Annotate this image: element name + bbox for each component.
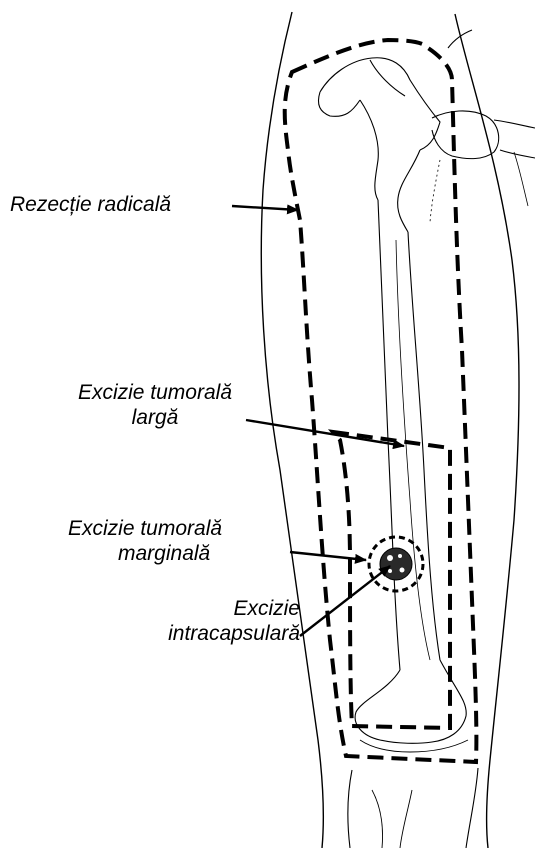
tibia-right xyxy=(466,768,478,848)
wide-excision-arrow xyxy=(246,420,404,446)
tumor-mass xyxy=(380,548,412,580)
resection-outlines xyxy=(285,40,477,762)
tumor-texture-3 xyxy=(398,554,402,558)
acetabulum xyxy=(432,111,499,159)
lesser-trochanter xyxy=(398,150,420,232)
leader-arrows xyxy=(232,206,404,636)
radical-resection-arrow xyxy=(232,206,298,210)
tibia-left xyxy=(348,770,352,848)
tumor-texture-2 xyxy=(400,568,405,573)
tumor-texture-4 xyxy=(388,569,392,573)
ischium-dots xyxy=(430,160,440,222)
radical-resection-text: Rezecție radicală xyxy=(10,192,171,217)
wide-excision-outline xyxy=(333,432,450,728)
marginal-excision-text-line1: Excizie tumorală xyxy=(68,516,278,541)
intracapsular-arrow xyxy=(300,566,390,636)
pelvic-edge xyxy=(514,152,528,206)
tibia-inner xyxy=(400,790,412,848)
label-intracapsular: Excizie intracapsulară xyxy=(150,596,300,646)
label-radical-resection: Rezecție radicală xyxy=(10,192,171,217)
fibula xyxy=(372,790,383,848)
marginal-excision-arrow xyxy=(290,552,366,560)
wide-excision-text-line1: Excizie tumorală xyxy=(46,380,232,405)
pubic-ramus-lower xyxy=(500,150,535,158)
pubic-ramus xyxy=(494,120,535,128)
femoral-head xyxy=(320,58,440,150)
marginal-excision-text-line2: marginală xyxy=(68,541,278,566)
intracapsular-text-line1: Excizie xyxy=(150,596,300,621)
pelvis xyxy=(430,30,535,222)
label-marginal-excision: Excizie tumorală marginală xyxy=(68,516,278,566)
femoral-neck-upper xyxy=(318,92,360,116)
radical-resection-outline xyxy=(285,40,477,762)
wide-excision-text-line2: largă xyxy=(46,405,232,430)
label-wide-excision: Excizie tumorală largă xyxy=(46,380,232,430)
tumor-texture-1 xyxy=(387,555,393,561)
femoral-neck-lower xyxy=(360,100,378,200)
intracapsular-text-line2: intracapsulară xyxy=(150,621,300,646)
patella-line xyxy=(360,740,468,752)
